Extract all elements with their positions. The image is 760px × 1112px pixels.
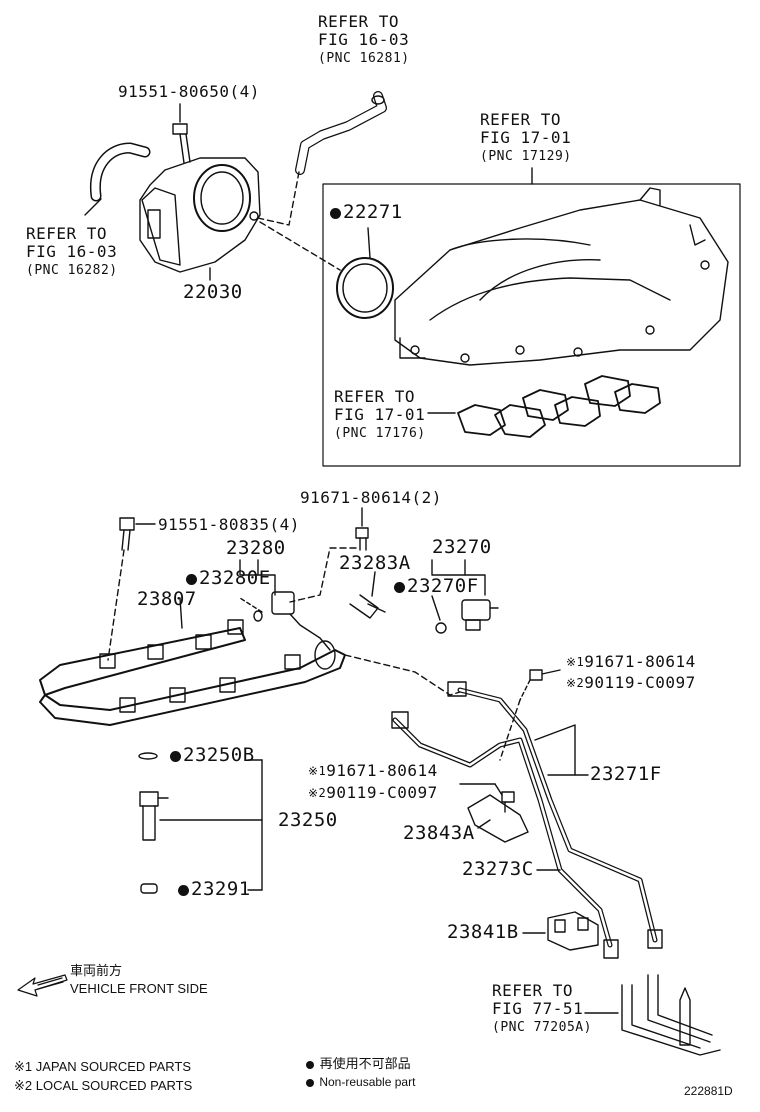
ref-line1: REFER TO	[318, 12, 400, 31]
ref-line2: FIG 17-01	[480, 128, 572, 147]
vacuum-hose-top	[295, 91, 387, 175]
fuel-pipes	[391, 681, 663, 959]
part-23843a: 23843A	[403, 822, 475, 844]
ref-line2: FIG 16-03	[26, 242, 118, 261]
legend-nonreuse-en-row: Non-reusable part	[306, 1073, 415, 1091]
part-91671-80614-a: 91671-80614	[584, 652, 696, 671]
part-23270f-row: 23270F	[394, 576, 479, 597]
front-arrow	[17, 974, 68, 997]
nonreusable-dot-icon	[170, 751, 181, 762]
part-23270: 23270	[432, 536, 492, 558]
legend-nonreuse-jp-row: 再使用不可部品	[306, 1055, 411, 1073]
part-23291: 23291	[191, 878, 251, 900]
part-23280e-row: 23280E	[186, 568, 271, 589]
ref-fig-17-01-gasket: REFER TO FIG 17-01 (PNC 17176)	[334, 387, 426, 442]
seal-23291	[140, 883, 158, 894]
throttle-body-22030	[139, 157, 261, 273]
part-23291-row: 23291	[178, 879, 251, 900]
kome1-marker: ※1	[308, 764, 327, 778]
ref-line3: (PNC 16281)	[318, 51, 410, 66]
kome2-marker: ※2	[566, 676, 585, 690]
ref-line1: REFER TO	[480, 110, 562, 129]
ref-line3: (PNC 16282)	[26, 263, 118, 278]
part-90119-c0097-b: 90119-C0097	[326, 783, 438, 802]
part-91671-80614-right-row: ※191671-80614	[566, 653, 696, 671]
ref-line1: REFER TO	[26, 224, 108, 243]
fuel-rail-23807	[39, 619, 246, 696]
ref-line2: FIG 17-01	[334, 405, 426, 424]
nonreusable-dot-icon	[330, 208, 341, 219]
legend-nonreuse-jp: 再使用不可部品	[319, 1056, 411, 1071]
kome1-marker: ※1	[566, 655, 585, 669]
part-23280e: 23280E	[199, 567, 271, 589]
part-23250b-row: 23250B	[170, 745, 255, 766]
bolt-91671-80614-middle	[501, 791, 515, 813]
part-91671-80614-b: 91671-80614	[326, 761, 438, 780]
clip-23283a	[349, 594, 386, 619]
part-91671-80614-pair: 91671-80614(2)	[300, 488, 442, 507]
direction-jp: 車両前方	[70, 963, 123, 978]
nonreusable-dot-icon	[306, 1061, 314, 1069]
nonreusable-dot-icon	[394, 582, 405, 593]
legend-kome1: ※1 JAPAN SOURCED PARTS	[14, 1059, 192, 1074]
part-23283a: 23283A	[339, 552, 411, 574]
direction-en: VEHICLE FRONT SIDE	[70, 981, 208, 996]
legend-nonreuse-en: Non-reusable part	[319, 1075, 416, 1089]
part-91671-80614-middle-row: ※191671-80614	[308, 762, 438, 780]
bolt-91671-80614-pair	[355, 527, 369, 551]
ref-line2: FIG 16-03	[318, 30, 410, 49]
nonreusable-dot-icon	[178, 885, 189, 896]
bracket-23843a	[467, 794, 529, 843]
tank-pipes	[621, 974, 721, 1056]
bolt-91671-80614-right	[519, 669, 543, 701]
kome2-marker: ※2	[308, 786, 327, 800]
bolt-91551-80835	[119, 517, 135, 551]
ref-fig-16-03-left: REFER TO FIG 16-03 (PNC 16282)	[26, 224, 118, 279]
injector-23250	[139, 791, 169, 841]
part-91551-80650: 91551-80650(4)	[118, 82, 260, 101]
diagram-id: 222881D	[684, 1084, 733, 1098]
part-23250b: 23250B	[183, 744, 255, 766]
ref-fig-17-01-top: REFER TO FIG 17-01 (PNC 17129)	[480, 110, 572, 165]
fuel-rail-lower	[39, 640, 346, 726]
ref-line3: (PNC 17176)	[334, 426, 426, 441]
intake-manifold	[394, 187, 729, 366]
fuel-pressure-sensor-23280	[253, 591, 331, 651]
part-23841b: 23841B	[447, 921, 519, 943]
part-23280: 23280	[226, 537, 286, 559]
part-90119-c0097-middle-row: ※290119-C0097	[308, 784, 438, 802]
nonreusable-dot-icon	[306, 1079, 314, 1087]
ref-line3: (PNC 17129)	[480, 149, 572, 164]
part-90119-c0097-right-row: ※290119-C0097	[566, 674, 696, 692]
ref-line1: REFER TO	[492, 981, 574, 1000]
part-23270f: 23270F	[407, 575, 479, 597]
part-23807: 23807	[137, 588, 197, 610]
pulsation-damper-23270	[435, 599, 499, 634]
part-91551-80835: 91551-80835(4)	[158, 515, 300, 534]
legend-kome2: ※2 LOCAL SOURCED PARTS	[14, 1078, 193, 1093]
ref-line3: (PNC 77205A)	[492, 1020, 592, 1035]
part-22271-row: 22271	[330, 202, 403, 223]
nonreusable-dot-icon	[186, 574, 197, 585]
part-22271: 22271	[343, 201, 403, 223]
part-90119-c0097-a: 90119-C0097	[584, 673, 696, 692]
ref-line2: FIG 77-51	[492, 999, 584, 1018]
clamp-23841b	[547, 911, 599, 951]
ref-fig-77-51: REFER TO FIG 77-51 (PNC 77205A)	[492, 981, 592, 1036]
water-hose-left	[89, 142, 151, 202]
ref-fig-16-03-top: REFER TO FIG 16-03 (PNC 16281)	[318, 12, 410, 67]
vehicle-front-direction: 車両前方 VEHICLE FRONT SIDE	[70, 962, 208, 998]
ref-line1: REFER TO	[334, 387, 416, 406]
bolt-91551-80650	[172, 123, 191, 164]
part-23250: 23250	[278, 809, 338, 831]
part-23273c: 23273C	[462, 858, 534, 880]
manifold-gaskets	[457, 375, 661, 438]
part-23271f: 23271F	[590, 763, 662, 785]
gasket-22271	[336, 257, 394, 319]
o-ring-23250b	[138, 752, 158, 760]
part-22030: 22030	[183, 281, 243, 303]
